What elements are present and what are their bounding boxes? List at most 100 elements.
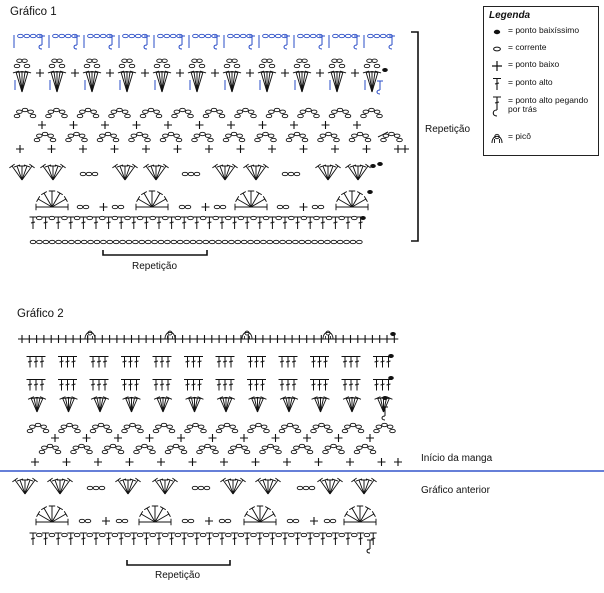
double-crochet <box>327 164 337 181</box>
single-crochet <box>142 335 151 343</box>
double-crochet <box>331 216 339 229</box>
chart1-row-base-chains <box>29 239 363 245</box>
chain-stitch <box>266 58 273 63</box>
chain-stitch <box>119 239 126 245</box>
double-crochet <box>40 506 53 523</box>
chain-stitch <box>85 171 93 177</box>
chain-stitch <box>134 424 142 429</box>
single-crochet <box>351 69 359 77</box>
chain-stitch <box>265 113 273 119</box>
chain-stitch <box>79 109 86 114</box>
chain-stitch <box>110 109 118 114</box>
chain-stitch <box>193 171 201 177</box>
chain-stitch <box>328 63 336 69</box>
double-crochet <box>229 479 237 494</box>
double-crochet <box>12 477 26 495</box>
chain-stitch <box>299 109 307 114</box>
chart2-row-dc-groups-a <box>26 376 394 391</box>
chain-stitch <box>204 443 211 449</box>
double-crochet <box>357 164 367 181</box>
single-crochet <box>188 458 197 466</box>
double-crochet <box>162 396 173 413</box>
single-crochet <box>102 517 110 525</box>
chain-stitch <box>84 518 92 524</box>
legend-item-double-crochet: = ponto alto <box>488 77 598 91</box>
chain-stitch <box>278 428 286 434</box>
chain-stitch <box>293 131 301 137</box>
chain-stitch <box>149 449 156 455</box>
chain-stitch <box>299 133 306 138</box>
double-crochet <box>101 379 109 391</box>
repeat-label-chart1: Repetição <box>132 261 178 272</box>
double-crochet <box>142 216 150 229</box>
picot-legs <box>325 336 331 339</box>
single-crochet <box>142 145 150 153</box>
chain-stitch <box>126 58 133 63</box>
chain-stitch <box>317 239 325 245</box>
double-crochet <box>281 532 289 545</box>
double-crochet <box>152 379 160 391</box>
chart2-prev-v-fans <box>12 477 377 495</box>
chain-stitch <box>144 137 151 143</box>
chain-stitch <box>318 422 325 428</box>
double-crochet <box>264 479 272 494</box>
chart2-symbols <box>0 330 604 554</box>
chain-stitch <box>79 171 87 177</box>
back-post-double-crochet <box>388 35 395 50</box>
chain-stitch <box>331 58 338 63</box>
chain-stitch <box>292 518 300 524</box>
chain-stitch <box>48 239 56 245</box>
single-crochet <box>110 145 119 153</box>
double-crochet <box>52 518 69 526</box>
back-post-double-crochet <box>178 35 185 50</box>
double-crochet <box>42 532 50 545</box>
double-crochet <box>117 216 125 229</box>
chain-stitch <box>229 424 236 429</box>
double-crochet <box>51 478 61 495</box>
chain-stitch <box>53 107 60 113</box>
single-crochet <box>177 434 185 442</box>
double-crochet <box>112 163 126 181</box>
chain-stitch <box>184 428 191 434</box>
chain-stitch <box>16 58 23 63</box>
chain-stitch <box>179 107 186 113</box>
chart1-row-top-blue <box>13 33 395 50</box>
chain-stitch <box>129 422 136 428</box>
chain-stitch <box>325 131 332 137</box>
double-crochet <box>21 164 31 181</box>
single-crochet <box>176 69 184 77</box>
double-crochet <box>158 356 166 368</box>
single-crochet <box>281 69 289 77</box>
single-crochet <box>240 434 248 442</box>
double-crochet <box>64 356 71 368</box>
chain-stitch <box>124 532 131 538</box>
chain-stitch <box>266 239 274 245</box>
double-crochet <box>351 477 365 495</box>
chain-stitch <box>142 109 149 114</box>
double-crochet <box>193 532 201 545</box>
chain-stitch <box>376 113 383 119</box>
single-crochet <box>205 517 213 525</box>
chain-stitch <box>213 204 221 210</box>
double-crochet <box>344 216 352 229</box>
chain-stitch <box>303 33 311 39</box>
repeat-label-vertical: Repetição <box>425 124 471 135</box>
double-crochet <box>161 71 169 93</box>
double-crochet <box>164 356 172 368</box>
single-crochet <box>229 335 238 343</box>
double-crochet <box>284 356 292 368</box>
chain-stitch <box>279 239 286 245</box>
chain-stitch <box>336 107 344 113</box>
double-crochet <box>27 396 38 413</box>
chain-stitch <box>111 204 119 210</box>
double-crochet <box>92 216 100 229</box>
chain-stitch <box>111 215 119 221</box>
double-crochet <box>216 396 227 413</box>
double-crochet <box>152 203 169 211</box>
single-crochet <box>120 335 129 343</box>
chain-stitch <box>212 215 219 221</box>
single-crochet <box>303 434 311 442</box>
double-crochet <box>227 356 235 368</box>
chain-stitch <box>29 239 37 245</box>
double-crochet <box>224 478 234 495</box>
